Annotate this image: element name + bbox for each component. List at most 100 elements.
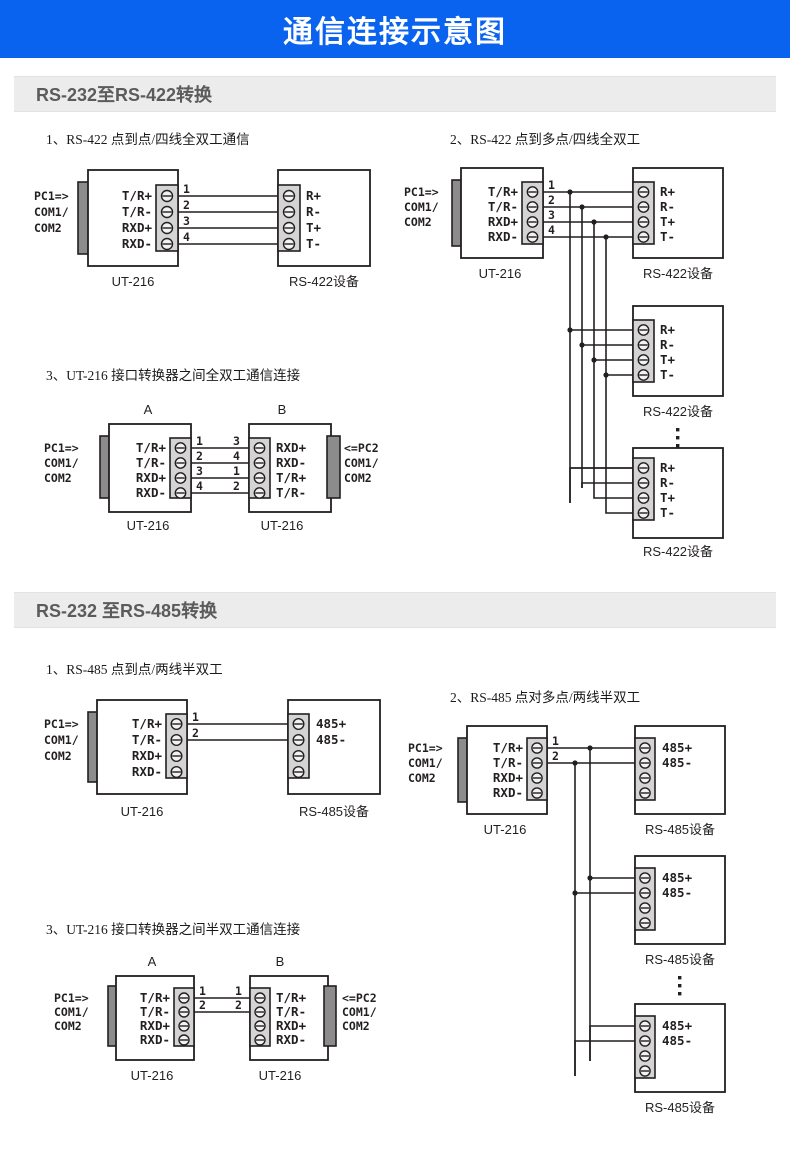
section-header-rs422: RS-232至RS-422转换 [14, 76, 776, 112]
terminal-screws [160, 189, 174, 251]
terminal-screws [637, 462, 650, 519]
wire-number: 2 [548, 193, 555, 207]
pc1-label: COM2 [404, 215, 432, 229]
pin-label: R+ [306, 188, 322, 203]
pin-label: T/R+ [140, 990, 171, 1005]
terminal-block [634, 737, 656, 801]
pin-label: T/R- [136, 455, 166, 470]
wire-number: 3 [183, 214, 190, 228]
pc1-label: PC1=> [54, 991, 89, 1005]
page-title: 通信连接示意图 [283, 16, 507, 49]
pc-connector-icon [326, 435, 341, 499]
pin-label: RXD+ [132, 748, 163, 763]
section-title-rs422: RS-232至RS-422转换 [36, 85, 213, 105]
device-name: RS-485设备 [645, 952, 715, 967]
section-body-rs422: 1、RS-422 点到点/四线全双工通信 T/R+ T/R- RXD+ RXD-… [0, 112, 790, 592]
pin-label: T/R+ [276, 470, 307, 485]
wire-number: 1 [548, 178, 555, 192]
pc1-label: COM1/ [408, 756, 443, 770]
wire-number: 3 [548, 208, 555, 222]
pc2-label: <=PC2 [344, 441, 379, 455]
device-name: UT-216 [112, 274, 155, 289]
device-name: UT-216 [131, 1068, 174, 1083]
wire-number: 2 [192, 726, 199, 740]
pin-label: RXD+ [493, 770, 524, 785]
bus-lines [572, 745, 593, 1076]
pc1-label: PC1=> [44, 441, 79, 455]
section-title-rs485: RS-232 至RS-485转换 [36, 601, 218, 621]
pin-label: T+ [306, 220, 322, 235]
pin-label: R- [660, 475, 675, 490]
pin-label: T/R- [276, 1004, 306, 1019]
pin-label: RXD- [140, 1032, 170, 1047]
pin-label: T+ [660, 490, 676, 505]
wire-number: 1 [196, 434, 203, 448]
pin-label: 485+ [662, 740, 693, 755]
side-label-b: B [278, 402, 287, 417]
pin-label: 485- [662, 755, 692, 770]
terminal-block [521, 181, 544, 245]
pin-label: T- [660, 505, 675, 520]
pc1-label: COM1/ [54, 1005, 89, 1019]
pin-label: RXD+ [140, 1018, 171, 1033]
wire-number: 2 [233, 479, 240, 493]
device-name: RS-422设备 [643, 544, 713, 559]
wire-number: 1 [235, 984, 242, 998]
pin-label: R+ [660, 460, 676, 475]
pc2-label: COM2 [344, 471, 372, 485]
wire-number: 4 [233, 449, 240, 463]
terminal-screws [254, 992, 266, 1046]
terminal-screws [639, 872, 651, 929]
pc1-label: COM2 [408, 771, 436, 785]
diagram-1-rs422-p2p: T/R+ T/R- RXD+ RXD- PC1=> COM1/ COM2 1 2… [30, 160, 390, 310]
wire-number: 1 [183, 182, 190, 196]
wire-number: 1 [233, 464, 240, 478]
pin-label: RXD+ [276, 440, 307, 455]
device-name: UT-216 [261, 518, 304, 533]
terminal-screws [292, 718, 305, 778]
pc1-label: COM1/ [34, 205, 69, 219]
pin-label: 485- [316, 732, 346, 747]
device-name: UT-216 [121, 804, 164, 819]
wire-number: 2 [183, 198, 190, 212]
pin-label: T+ [660, 352, 676, 367]
pin-label: T/R- [488, 199, 518, 214]
ellipsis-icon [676, 428, 680, 448]
section-header-rs485: RS-232 至RS-485转换 [14, 592, 776, 628]
diagram-3-rs422-conv2conv: A B T/R+ T/R- RXD+ RXD- PC1=> COM1/ COM2 [30, 394, 400, 544]
wire-number: 3 [233, 434, 240, 448]
pc1-label: COM1/ [404, 200, 439, 214]
terminal-block [634, 1015, 656, 1079]
pin-label: T- [306, 236, 321, 251]
wire-number: 3 [196, 464, 203, 478]
terminal-block [632, 319, 655, 383]
diagram-3-caption: 3、UT-216 接口转换器之间全双工通信连接 [46, 368, 301, 383]
device-name: RS-485设备 [645, 822, 715, 837]
terminal-screws [170, 718, 183, 778]
pc1-label: PC1=> [404, 185, 439, 199]
device-name: RS-422设备 [643, 266, 713, 281]
terminal-screws [253, 442, 266, 499]
terminal-block [632, 181, 655, 245]
terminal-screws [637, 324, 650, 381]
diagram-5-caption: 2、RS-485 点对多点/两线半双工 [450, 690, 641, 705]
terminal-screws [174, 442, 187, 499]
wire-bundle [574, 1025, 635, 1076]
diagram-1-caption: 1、RS-422 点到点/四线全双工通信 [46, 132, 250, 147]
pc2-label: COM2 [342, 1019, 370, 1033]
pc1-label: COM2 [34, 221, 62, 235]
pin-label: 485+ [316, 716, 347, 731]
terminal-screws [639, 1020, 651, 1077]
diagram-2-caption: 2、RS-422 点到多点/四线全双工 [450, 132, 641, 147]
wire-bundle [569, 458, 633, 514]
pin-label: T- [660, 367, 675, 382]
wire-number: 2 [552, 749, 559, 763]
wire-bundle [567, 327, 633, 378]
device-name: RS-485设备 [645, 1100, 715, 1115]
pin-label: RXD- [132, 764, 162, 779]
diagram-6-caption: 3、UT-216 接口转换器之间半双工通信连接 [46, 922, 301, 937]
section-body-rs485: 1、RS-485 点到点/两线半双工 T/R+ T/R- RXD+ RXD- P… [0, 628, 790, 1168]
pc1-label: COM1/ [44, 456, 79, 470]
pin-label: 485- [662, 1033, 692, 1048]
wire-number: 1 [192, 710, 199, 724]
